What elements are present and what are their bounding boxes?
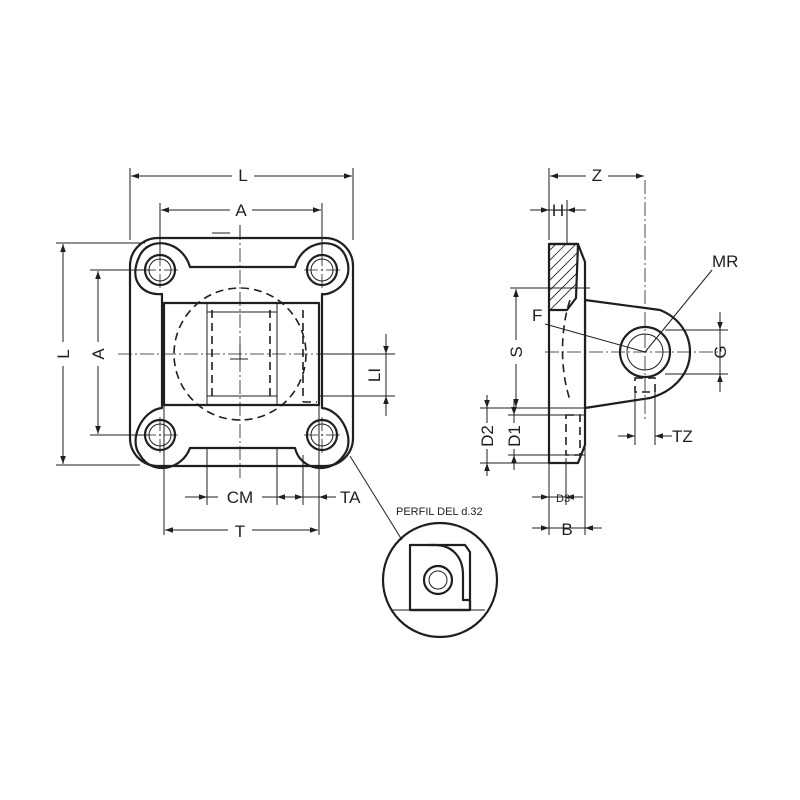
- dim-label-L-top: L: [238, 166, 247, 185]
- dim-label-A-top: A: [235, 201, 247, 220]
- dim-label-TA: TA: [340, 488, 361, 507]
- flange-plate-outline: [128, 236, 355, 468]
- detail-leader: [349, 455, 403, 541]
- dim-label-T: T: [235, 522, 245, 541]
- dim-label-A-left: A: [89, 348, 108, 360]
- dim-label-F: F: [532, 306, 542, 325]
- dim-label-LI: LI: [365, 368, 384, 382]
- side-view: [545, 180, 720, 465]
- dim-label-B: B: [561, 520, 572, 539]
- dim-label-D3: D3: [556, 493, 570, 505]
- dim-label-S: S: [507, 346, 526, 357]
- dim-label-D1: D1: [505, 425, 524, 447]
- front-view: [118, 225, 370, 478]
- front-view-dimensions: L A L A LI: [53, 164, 395, 541]
- detail-circle: [381, 521, 499, 639]
- dim-label-G: G: [711, 345, 730, 358]
- detail-label: PERFIL DEL d.32: [396, 506, 483, 518]
- dim-label-MR: MR: [712, 252, 738, 271]
- side-view-dimensions: Z H MR F S G TZ: [477, 164, 738, 539]
- dim-label-TZ: TZ: [672, 427, 693, 446]
- flange-inner-contour: [134, 242, 350, 470]
- detail-view: PERFIL DEL d.32: [349, 455, 499, 639]
- dim-label-H: H: [552, 201, 564, 220]
- dim-label-CM: CM: [227, 488, 253, 507]
- dim-label-L-left: L: [54, 349, 73, 358]
- dim-label-Z: Z: [592, 166, 602, 185]
- dim-label-D2: D2: [478, 425, 497, 447]
